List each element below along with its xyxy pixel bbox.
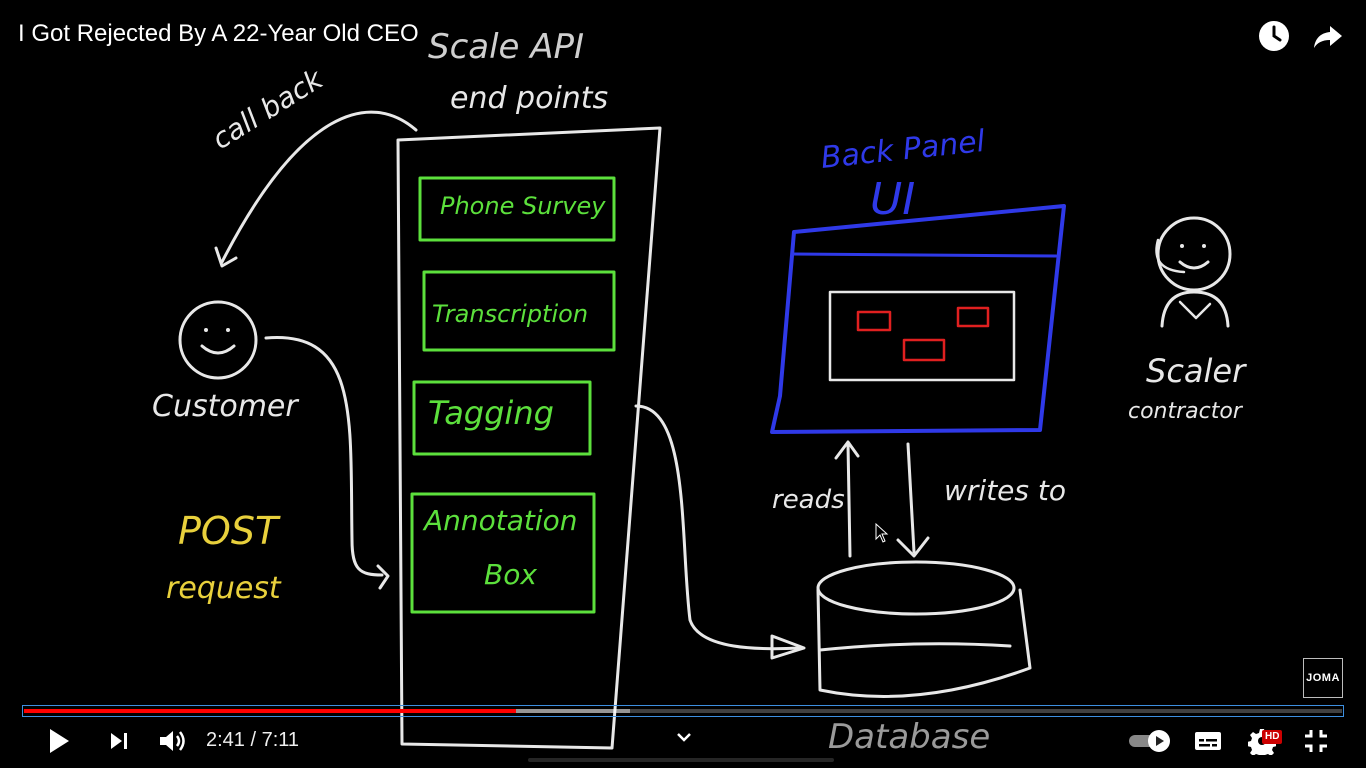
captions-icon <box>1195 732 1221 750</box>
writes-arrow <box>906 442 916 554</box>
mouse-cursor-icon <box>875 523 889 543</box>
label-ui: UI <box>870 174 915 225</box>
clock-icon <box>1259 21 1289 51</box>
endpoint-tagging: Tagging <box>428 394 554 432</box>
next-button[interactable] <box>100 722 138 760</box>
contractor-face <box>1156 216 1232 292</box>
endpoint-transcription: Transcription <box>432 300 588 328</box>
progress-bar[interactable] <box>22 705 1344 717</box>
time-display: 2:41 / 7:11 <box>206 729 300 751</box>
request-arrow <box>264 336 384 577</box>
exit-fullscreen-button[interactable] <box>1296 722 1336 760</box>
exit-fullscreen-icon <box>1305 730 1327 752</box>
endpoint-annotation: Annotation <box>422 504 578 537</box>
endpoint-box-tagging <box>412 380 592 456</box>
reads-arrow <box>846 442 852 558</box>
captions-button[interactable] <box>1188 722 1228 760</box>
progress-played <box>24 709 516 713</box>
endpoint-phone-survey: Phone Survey <box>440 192 606 220</box>
database-cylinder <box>816 560 1016 616</box>
play-icon <box>50 729 69 753</box>
label-endpoints: end points <box>450 81 608 116</box>
endpoints-column <box>396 126 662 750</box>
next-icon <box>111 733 127 749</box>
back-panel-window <box>770 204 1066 434</box>
autoplay-toggle-icon <box>1129 730 1170 752</box>
label-scaler: Scaler <box>1146 352 1247 390</box>
db-arrow <box>634 404 802 651</box>
endpoint-box-annotation <box>410 492 596 614</box>
label-back-panel: Back Panel <box>819 124 987 176</box>
endpoint-box: Box <box>484 558 537 591</box>
label-reads: reads <box>772 485 845 515</box>
volume-icon <box>160 731 185 751</box>
watch-later-button[interactable] <box>1256 18 1292 54</box>
label-post: POST <box>178 509 281 553</box>
bottom-drag-handle[interactable] <box>528 758 834 762</box>
share-button[interactable] <box>1310 18 1346 54</box>
chevron-down-icon[interactable] <box>674 727 694 747</box>
video-title[interactable]: I Got Rejected By A 22-Year Old CEO <box>18 20 419 47</box>
label-contractor: contractor <box>1128 399 1244 424</box>
label-request: request <box>166 571 282 606</box>
play-button[interactable] <box>40 722 78 760</box>
label-database: Database <box>828 717 990 757</box>
hd-badge: HD <box>1262 730 1283 744</box>
endpoint-box-phone-survey <box>418 176 616 242</box>
mute-button[interactable] <box>152 722 192 760</box>
share-icon <box>1314 26 1342 48</box>
label-scale-api: Scale API <box>428 27 584 67</box>
label-customer: Customer <box>152 389 299 424</box>
label-writes-to: writes to <box>944 474 1066 507</box>
customer-face <box>178 300 258 380</box>
label-callback: call back <box>206 62 330 156</box>
channel-watermark[interactable]: JOMA <box>1303 658 1343 698</box>
progress-track <box>24 709 1342 713</box>
autoplay-toggle[interactable] <box>1126 722 1174 760</box>
endpoint-box-transcription <box>422 270 616 352</box>
callback-arrow <box>220 110 418 264</box>
